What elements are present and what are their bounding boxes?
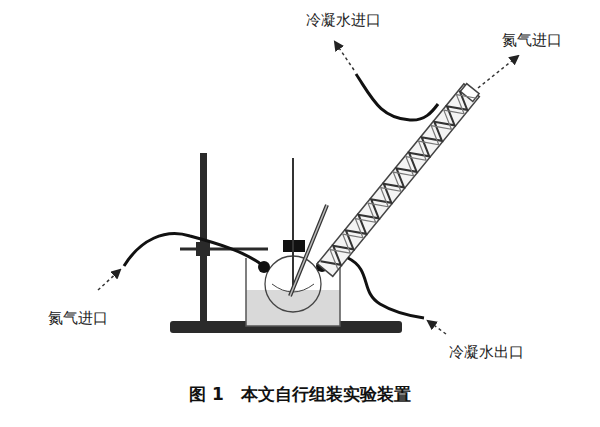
nitrogen-inlet-arrow	[98, 270, 120, 290]
rod-highlight	[290, 205, 327, 296]
coolant-outlet-arrow	[428, 321, 446, 334]
stirring-rod	[290, 205, 327, 296]
coolant-outlet-hose	[348, 258, 424, 318]
condenser-coil-back	[324, 87, 477, 269]
coolant-inlet-label: 冷凝水进口	[306, 11, 381, 29]
nitrogen-inlet-label: 氮气进口	[502, 31, 562, 49]
clamp-arm	[180, 248, 268, 251]
coolant-inlet-hose	[356, 74, 438, 120]
thermometer	[292, 158, 294, 292]
figure-caption: 图 1 本文自行组装实验装置	[189, 384, 411, 404]
nitrogen-inlet-label: 氮气进口	[48, 309, 108, 327]
coolant-inlet-arrow	[335, 42, 354, 70]
nitrogen-outlet-arrow	[478, 56, 518, 88]
clamp-boss	[196, 242, 210, 256]
coolant-outlet-label: 冷凝水出口	[449, 343, 524, 361]
condenser	[317, 82, 480, 276]
nitrogen-hose	[124, 234, 262, 266]
water-bath	[246, 290, 340, 326]
